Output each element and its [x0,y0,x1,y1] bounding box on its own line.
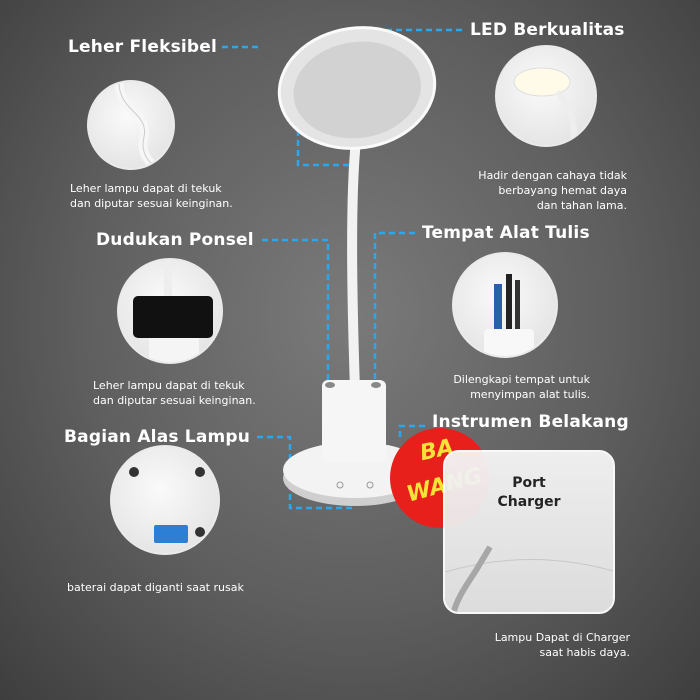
feature-title: Instrumen Belakang [432,412,629,432]
pen-holder-image [452,252,558,358]
flexible-neck-image [87,80,175,170]
feature-title: Leher Fleksibel [68,37,218,57]
feature-title: Tempat Alat Tulis [422,223,590,243]
base-bottom-image [110,445,220,555]
feature-title: Dudukan Ponsel [96,230,254,250]
led-image [495,45,597,147]
feature-title: Bagian Alas Lampu [64,427,251,447]
feature-title: LED Berkualitas [470,20,625,40]
lamp-neck [347,139,361,391]
lamp-head [277,26,437,150]
phone-holder-image [117,258,223,364]
feature-caption: baterai dapat diganti saat rusak [67,581,244,594]
